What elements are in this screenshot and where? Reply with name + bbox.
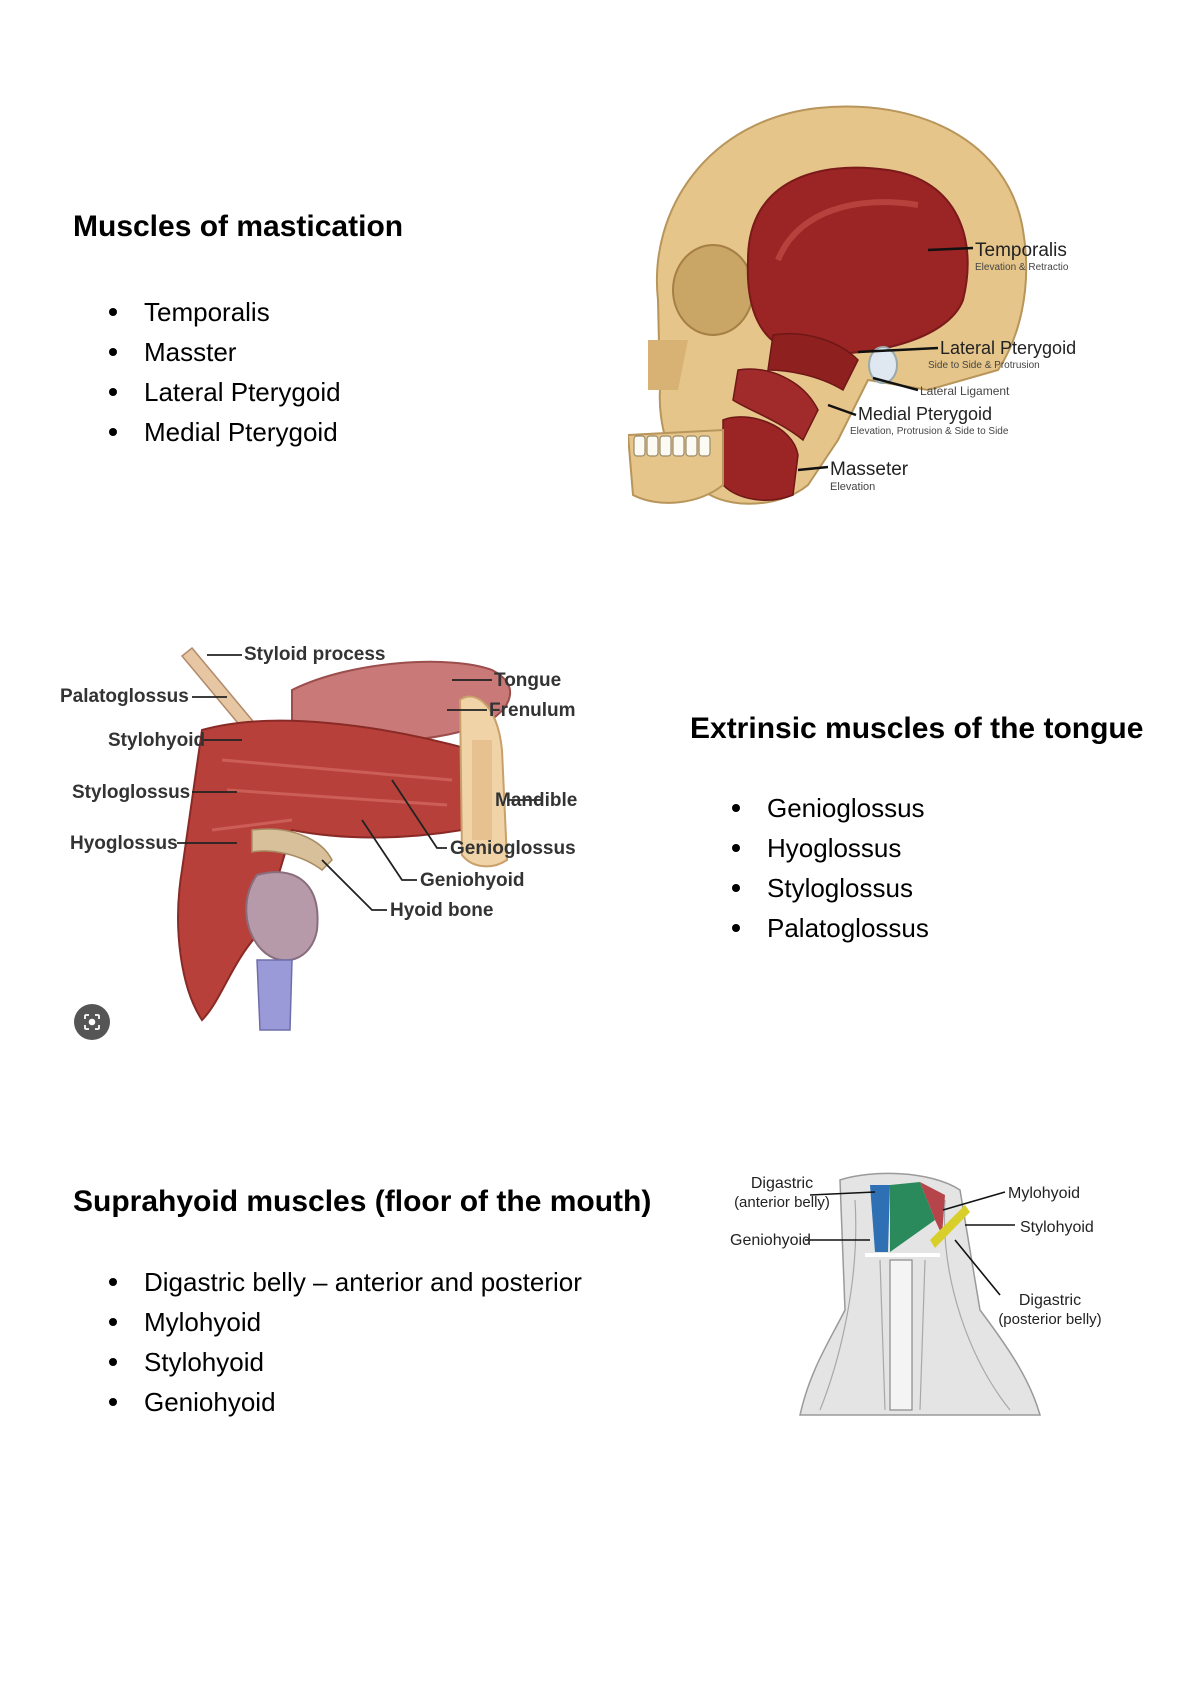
list-item: Genioglossus [730,788,929,828]
label-temporalis: Temporalis [975,240,1067,261]
label-digastric-posterior: Digastric [1019,1292,1081,1309]
list-item: Stylohyoid [107,1342,582,1382]
label-masseter: Masseter [830,459,909,480]
skull-mastication-figure: Temporalis Elevation & Retractio Lateral… [628,90,1098,560]
tongue-list: Genioglossus Hyoglossus Styloglossus Pal… [730,788,929,948]
tongue-illustration: Styloid process Palatoglossus Stylohyoid… [60,644,577,1031]
label-digastric-anterior-sub: (anterior belly) [734,1194,830,1211]
tongue-heading: Extrinsic muscles of the tongue [690,712,1144,745]
list-item: Temporalis [107,292,341,332]
suprahyoid-heading: Suprahyoid muscles (floor of the mouth) [73,1185,652,1218]
list-item: Digastric belly – anterior and posterior [107,1262,582,1302]
suprahyoid-figure: Digastric (anterior belly) Geniohyoid My… [730,1160,1140,1420]
label-styloid-process: Styloid process [244,644,386,665]
skull-illustration: Temporalis Elevation & Retractio Lateral… [628,105,1076,505]
suprahyoid-list: Digastric belly – anterior and posterior… [107,1262,582,1422]
mastication-list: Temporalis Masster Lateral Pterygoid Med… [107,292,341,452]
list-item: Palatoglossus [730,908,929,948]
list-item: Hyoglossus [730,828,929,868]
label-medial-pterygoid: Medial Pterygoid [858,404,992,424]
list-item: Masster [107,332,341,372]
label-lateral-pterygoid: Lateral Pterygoid [940,338,1076,358]
mastication-heading: Muscles of mastication [73,210,404,243]
list-item: Lateral Pterygoid [107,372,341,412]
list-item: Mylohyoid [107,1302,582,1342]
neck-illustration: Digastric (anterior belly) Geniohyoid My… [730,1172,1102,1416]
label-geniohyoid: Geniohyoid [730,1232,811,1249]
list-item: Styloglossus [730,868,929,908]
tongue-figure: Styloid process Palatoglossus Stylohyoid… [52,630,632,1050]
label-mylohyoid: Mylohyoid [1008,1185,1080,1202]
list-item: Geniohyoid [107,1382,582,1422]
label-medial-pterygoid-action: Elevation, Protrusion & Side to Side [850,426,1009,437]
image-search-button[interactable] [74,1004,110,1040]
label-lateral-pterygoid-action: Side to Side & Protrusion [928,360,1040,371]
image-search-icon [84,1014,100,1030]
label-masseter-action: Elevation [830,481,875,493]
label-temporalis-action: Elevation & Retractio [975,262,1069,273]
label-stylohyoid: Stylohyoid [1020,1219,1094,1236]
label-hyoid-bone: Hyoid bone [390,900,493,921]
label-tongue: Tongue [494,670,561,691]
label-hyoglossus: Hyoglossus [70,833,178,854]
label-lateral-ligament: Lateral Ligament [920,384,1010,398]
label-geniohyoid: Geniohyoid [420,870,525,891]
list-item: Medial Pterygoid [107,412,341,452]
label-genioglossus: Genioglossus [450,838,576,859]
label-styloglossus: Styloglossus [72,782,190,803]
label-digastric-anterior: Digastric [751,1175,813,1192]
label-digastric-posterior-sub: (posterior belly) [998,1311,1101,1328]
label-stylohyoid: Stylohyoid [108,730,205,751]
label-palatoglossus: Palatoglossus [60,686,189,707]
label-mandible: Mandible [495,790,577,811]
label-frenulum: Frenulum [489,700,576,721]
